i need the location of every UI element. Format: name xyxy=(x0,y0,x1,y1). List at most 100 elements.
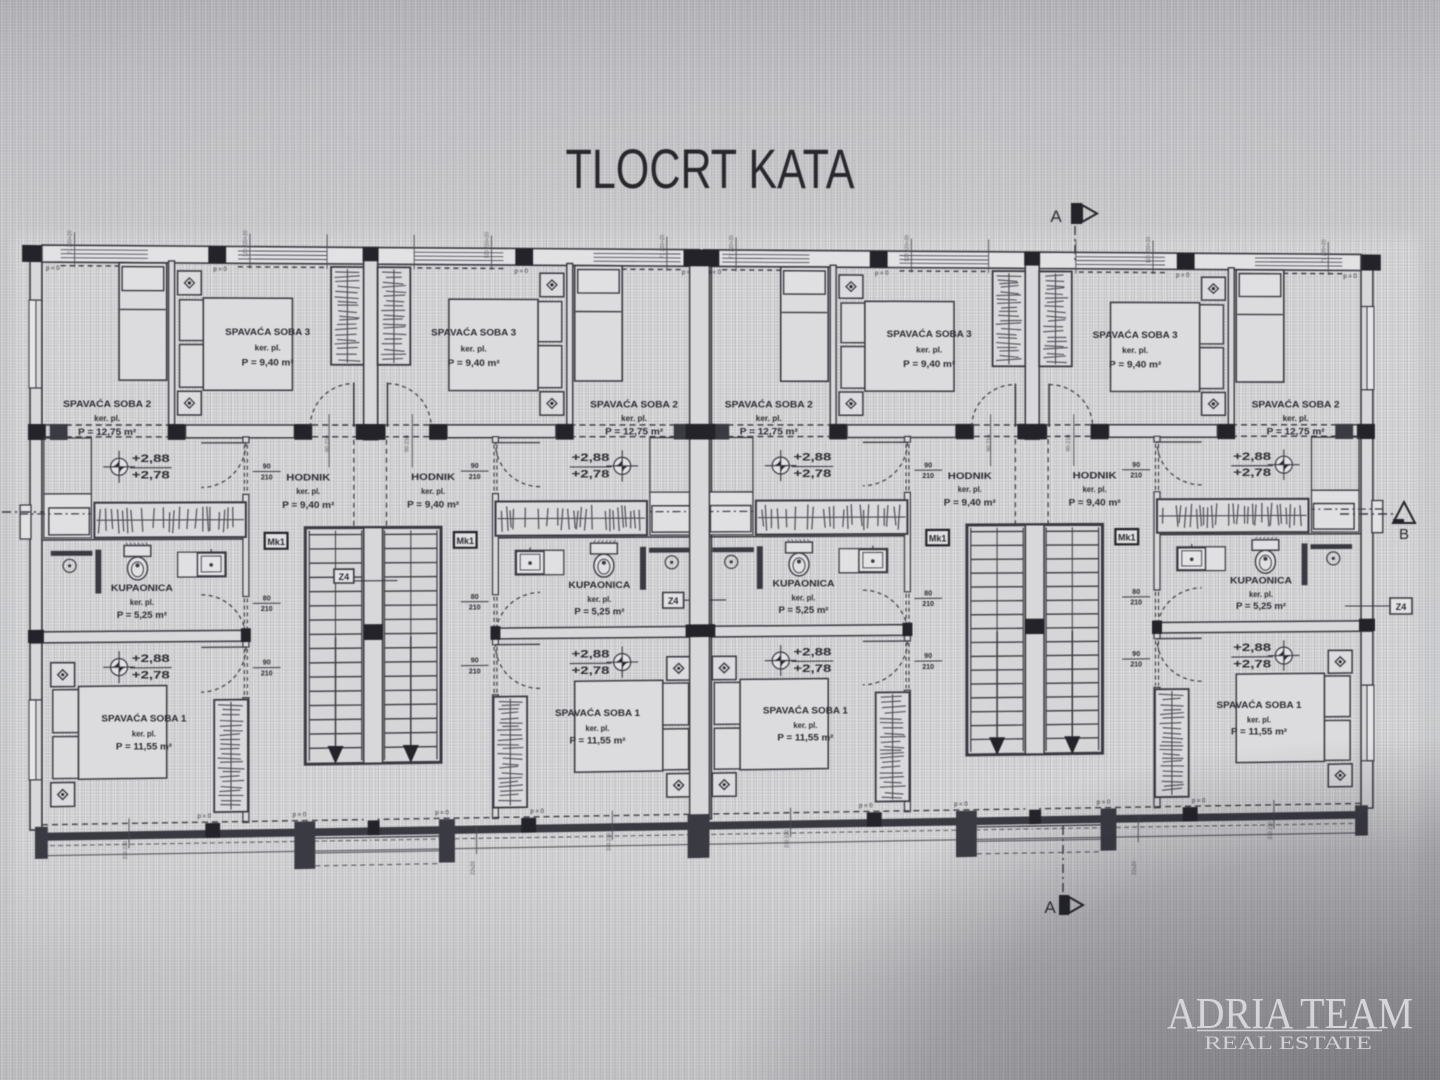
svg-text:ker. pl.: ker. pl. xyxy=(296,487,320,496)
svg-text:71 220+20: 71 220+20 xyxy=(729,235,735,259)
svg-text:HODNIK: HODNIK xyxy=(411,472,455,483)
svg-text:+2,88: +2,88 xyxy=(1233,451,1271,463)
svg-text:p = 0: p = 0 xyxy=(435,810,449,816)
svg-text:ker. pl.: ker. pl. xyxy=(793,721,817,730)
svg-text:ker. pl.: ker. pl. xyxy=(587,595,611,604)
svg-text:ker. pl.: ker. pl. xyxy=(621,414,647,423)
svg-text:p = 0: p = 0 xyxy=(213,267,227,273)
svg-text:KUPAONICA: KUPAONICA xyxy=(111,583,173,594)
svg-text:SPAVAĆA SOBA 3: SPAVAĆA SOBA 3 xyxy=(431,327,516,339)
svg-text:+2,78: +2,78 xyxy=(793,468,831,480)
svg-text:HODNIK: HODNIK xyxy=(1073,471,1117,482)
svg-text:210: 210 xyxy=(469,668,481,675)
svg-text:120 220+20: 120 220+20 xyxy=(1146,237,1152,264)
svg-text:210: 210 xyxy=(1130,662,1142,669)
svg-text:p = 0: p = 0 xyxy=(875,271,889,277)
svg-text:+2,78: +2,78 xyxy=(1233,467,1271,479)
svg-text:370 220: 370 220 xyxy=(123,841,129,859)
svg-text:+2,88: +2,88 xyxy=(572,452,610,464)
svg-text:P = 5,25 m²: P = 5,25 m² xyxy=(1236,601,1286,611)
svg-text:ker. pl.: ker. pl. xyxy=(1247,715,1271,724)
svg-text:SPAVAĆA SOBA 1: SPAVAĆA SOBA 1 xyxy=(101,713,187,725)
svg-text:80: 80 xyxy=(471,594,479,601)
svg-text:Mk1: Mk1 xyxy=(1118,533,1136,543)
svg-text:SPAVAĆA SOBA 3: SPAVAĆA SOBA 3 xyxy=(1093,329,1178,341)
svg-text:90: 90 xyxy=(1132,651,1140,658)
svg-text:p = 0: p = 0 xyxy=(1176,273,1190,279)
svg-text:ker. pl.: ker. pl. xyxy=(130,598,154,607)
svg-text:90 210: 90 210 xyxy=(404,435,410,452)
svg-text:80: 80 xyxy=(1132,589,1140,596)
svg-text:Z4: Z4 xyxy=(668,596,679,606)
svg-text:+2,88: +2,88 xyxy=(572,649,610,661)
svg-text:370 220: 370 220 xyxy=(785,830,791,848)
svg-text:210: 210 xyxy=(261,606,273,613)
svg-text:210: 210 xyxy=(261,671,273,678)
svg-text:HODNIK: HODNIK xyxy=(948,471,992,482)
svg-text:p = 0: p = 0 xyxy=(198,814,212,820)
svg-text:210: 210 xyxy=(922,601,934,608)
svg-text:ker. pl.: ker. pl. xyxy=(1122,346,1148,355)
svg-text:P = 5,25 m²: P = 5,25 m² xyxy=(117,610,167,620)
svg-text:KUPAONICA: KUPAONICA xyxy=(1230,576,1292,587)
svg-text:ker. pl.: ker. pl. xyxy=(958,485,982,494)
svg-text:210: 210 xyxy=(1130,600,1142,607)
svg-text:90 210: 90 210 xyxy=(1066,435,1072,452)
svg-text:p = 0: p = 0 xyxy=(46,266,60,272)
svg-text:P = 11,55 m²: P = 11,55 m² xyxy=(777,733,833,743)
svg-text:+2,88: +2,88 xyxy=(132,453,170,465)
svg-text:90: 90 xyxy=(263,464,271,471)
svg-text:210: 210 xyxy=(922,664,934,671)
svg-text:210: 210 xyxy=(1130,472,1142,479)
svg-text:+2,78: +2,78 xyxy=(132,470,170,482)
svg-text:A: A xyxy=(1050,207,1062,226)
svg-text:210: 210 xyxy=(469,605,481,612)
svg-text:KUPAONICA: KUPAONICA xyxy=(568,580,630,591)
svg-text:+2,88: +2,88 xyxy=(793,452,831,464)
svg-text:+2,88: +2,88 xyxy=(132,653,170,665)
svg-text:SPAVAĆA SOBA 1: SPAVAĆA SOBA 1 xyxy=(1217,699,1303,711)
svg-text:P = 9,40 m²: P = 9,40 m² xyxy=(448,358,500,368)
svg-text:ker. pl.: ker. pl. xyxy=(756,414,782,423)
svg-text:Mk1: Mk1 xyxy=(457,536,475,546)
svg-text:TLOCRT KATA: TLOCRT KATA xyxy=(566,137,855,200)
svg-text:HODNIK: HODNIK xyxy=(286,472,330,483)
svg-text:+2,78: +2,78 xyxy=(132,670,170,682)
svg-text:SPAVAĆA SOBA 3: SPAVAĆA SOBA 3 xyxy=(887,328,972,340)
svg-text:210: 210 xyxy=(261,474,273,481)
svg-text:90: 90 xyxy=(924,462,932,469)
svg-text:ker. pl.: ker. pl. xyxy=(94,414,120,423)
svg-text:ker. pl.: ker. pl. xyxy=(421,487,445,496)
svg-text:P = 11,55 m²: P = 11,55 m² xyxy=(116,742,172,752)
svg-text:90: 90 xyxy=(471,463,479,470)
svg-text:P = 5,25 m²: P = 5,25 m² xyxy=(779,605,829,615)
svg-text:p = 0: p = 0 xyxy=(859,804,873,810)
svg-text:REAL ESTATE: REAL ESTATE xyxy=(1204,1033,1372,1054)
svg-text:Mk1: Mk1 xyxy=(929,534,947,544)
svg-text:+2,88: +2,88 xyxy=(793,646,831,658)
svg-text:ker. pl.: ker. pl. xyxy=(916,346,942,355)
svg-text:P = 12,75 m²: P = 12,75 m² xyxy=(78,427,136,437)
svg-text:120 220+20: 120 220+20 xyxy=(904,235,910,262)
svg-text:71 220+20: 71 220+20 xyxy=(68,230,74,254)
svg-text:90: 90 xyxy=(471,658,479,665)
svg-text:+2,78: +2,78 xyxy=(793,663,831,675)
svg-text:P = 9,40 m²: P = 9,40 m² xyxy=(944,498,996,508)
svg-text:p = 0: p = 0 xyxy=(1192,798,1206,804)
svg-text:P = 9,40 m²: P = 9,40 m² xyxy=(1109,360,1161,370)
svg-text:A: A xyxy=(1044,898,1056,917)
svg-text:P = 9,40 m²: P = 9,40 m² xyxy=(903,359,955,369)
svg-text:71 220+20: 71 220+20 xyxy=(1321,239,1327,263)
svg-text:P = 5,25 m²: P = 5,25 m² xyxy=(574,607,624,617)
svg-text:Mk1: Mk1 xyxy=(267,537,285,547)
svg-text:P = 12,75 m²: P = 12,75 m² xyxy=(740,427,798,437)
svg-text:ker. pl.: ker. pl. xyxy=(792,593,816,602)
svg-text:SPAVAĆA SOBA 2: SPAVAĆA SOBA 2 xyxy=(63,398,151,410)
svg-text:P = 11,55 m²: P = 11,55 m² xyxy=(1231,727,1287,737)
svg-text:90 210: 90 210 xyxy=(987,435,993,452)
svg-text:P = 12,75 m²: P = 12,75 m² xyxy=(605,427,663,437)
svg-text:+2,78: +2,78 xyxy=(572,469,610,481)
svg-text:SPAVAĆA SOBA 3: SPAVAĆA SOBA 3 xyxy=(225,326,310,338)
svg-text:370 220: 370 220 xyxy=(1268,821,1274,839)
svg-text:SPAVAĆA SOBA 1: SPAVAĆA SOBA 1 xyxy=(763,705,849,717)
